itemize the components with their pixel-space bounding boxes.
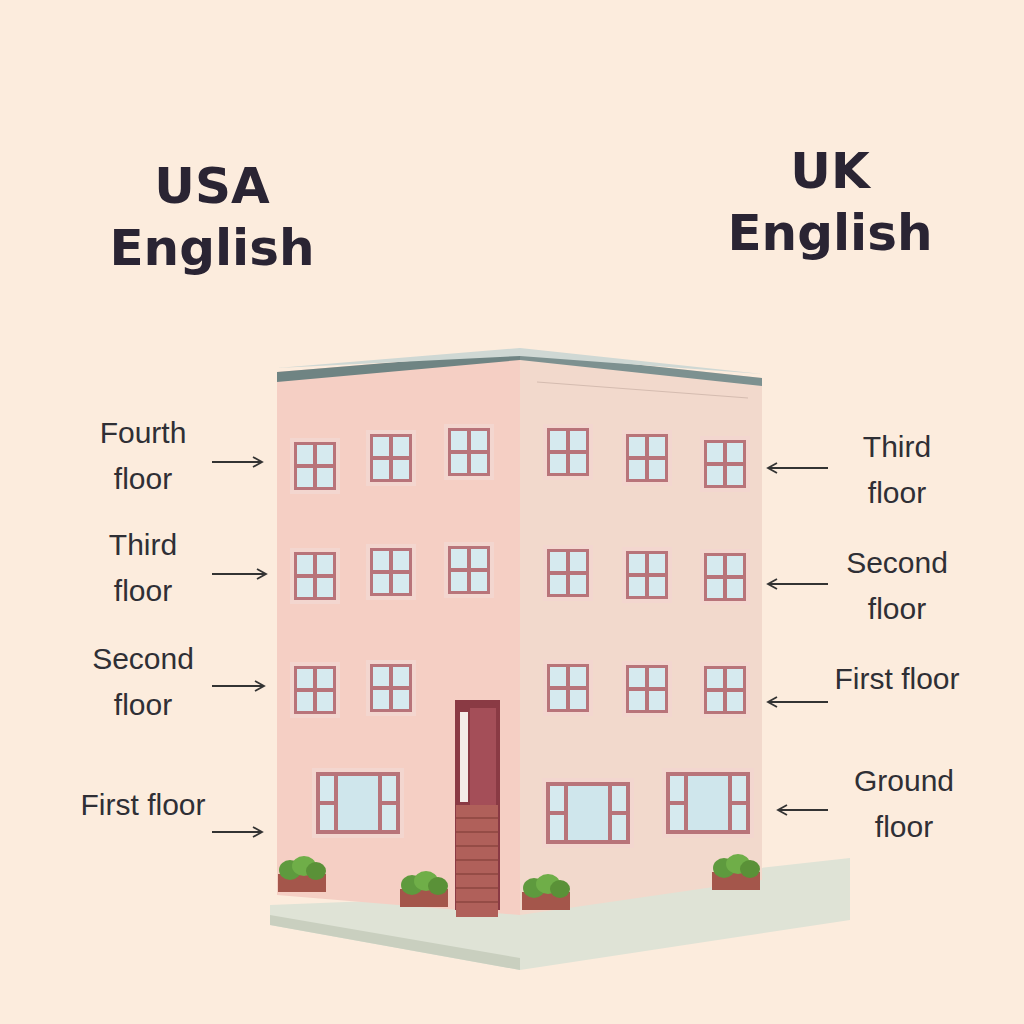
column-heading: UK English <box>710 140 950 264</box>
floor-label: Second floor <box>81 636 206 728</box>
floor-label: First floor <box>81 782 206 828</box>
floor-label: Ground floor <box>837 758 972 850</box>
floor-label: First floor <box>835 656 960 702</box>
floor-label: Fourth floor <box>81 410 206 502</box>
floor-label: Third floor <box>81 522 206 614</box>
floor-label: Second floor <box>835 540 960 632</box>
floor-label: Third floor <box>835 424 960 516</box>
column-heading: USA English <box>92 155 332 279</box>
